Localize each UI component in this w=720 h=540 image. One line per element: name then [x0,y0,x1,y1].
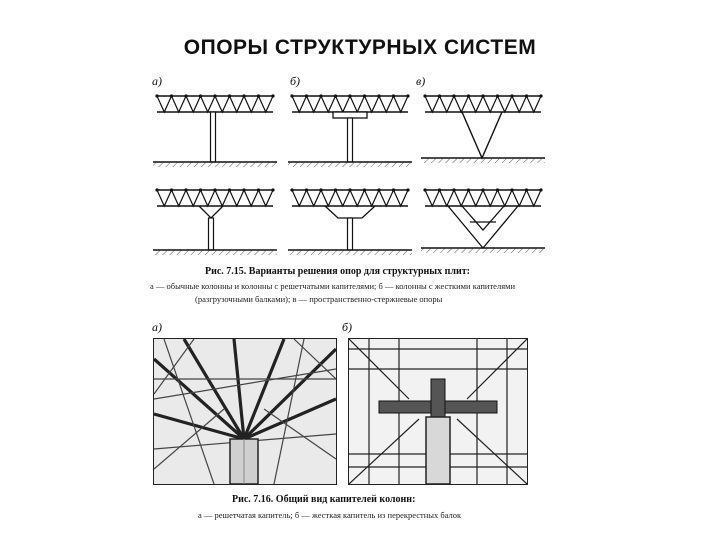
truss-a2-node [184,188,188,192]
truss-v1-node [481,94,485,98]
truss-a2-node [256,188,261,192]
lattice-capital-drawing [154,339,336,484]
fig1-label-b: б) [290,74,301,88]
truss-b1-node [391,94,396,98]
truss-v2-node [481,188,485,192]
truss-v1-node [539,94,543,98]
truss-b2-node [406,188,410,192]
truss-b1-node [290,94,294,98]
truss-v1-web [424,95,542,114]
truss-v1-node [423,94,427,98]
a2-ground-hatch [153,250,277,255]
truss-b2-node [348,188,352,192]
truss-a1-node [256,94,261,98]
truss-a2-node [169,188,174,192]
column-b1 [346,117,354,163]
rigid-capital-b2 [324,205,376,219]
truss-a2-node [227,188,232,192]
truss-a1-web [156,95,274,114]
b2-ground-hatch [288,250,412,255]
column-a2 [207,217,215,251]
truss-a1-node [198,94,203,98]
truss-b1-node [333,94,338,98]
fig1-caption-line1: а — обычные колонны и колонны с решетчат… [150,281,516,291]
slide-title: ОПОРЫ СТРУКТУРНЫХ СИСТЕМ [183,36,537,59]
truss-b2-web [291,189,409,208]
truss-b1-node [406,94,410,98]
truss-a1-node [227,94,232,98]
spatial-support-v2 [447,205,519,250]
b1-ground-hatch [288,162,412,167]
truss-b1-node [348,94,352,98]
v2-ground-hatch [421,248,545,253]
truss-a2-web [156,189,274,208]
truss-a1-node [213,94,217,98]
column-a1 [209,111,217,163]
truss-v2-node [423,188,427,192]
fig2-caption-line1: а — решетчатая капитель; б — жесткая кап… [198,510,462,520]
truss-b2-node [362,188,367,192]
truss-b1-node [319,94,323,98]
photo-rigid-capital [348,338,528,485]
fig1-label-v: в) [416,74,426,88]
truss-b2-node [377,188,381,192]
truss-v2-node [524,188,529,192]
truss-v2-node [437,188,442,192]
fig1-caption-head: Рис. 7.15. Варианты решения опор для стр… [205,266,470,277]
fig2-label-a: а) [152,320,162,334]
truss-b2-node [333,188,338,192]
fig1-caption-line2: (разгрузочными балками); в — пространств… [195,294,443,304]
truss-v1-node [495,94,500,98]
truss-v2-node [539,188,543,192]
truss-a2-node [271,188,275,192]
truss-a2-node [198,188,203,192]
lattice-capital-a2 [198,205,224,219]
truss-v2-web [424,189,542,208]
truss-b1-node [304,94,309,98]
truss-v1-node [466,94,471,98]
spatial-support-v1 [461,111,503,160]
truss-a1-node [184,94,188,98]
truss-b1-node [377,94,381,98]
v1-ground-hatch [421,158,545,163]
truss-b2-node [290,188,294,192]
truss-a2-node [155,188,159,192]
truss-v2-node [510,188,514,192]
fig2-label-b: б) [342,320,353,334]
truss-v2-node [495,188,500,192]
truss-b2-node [304,188,309,192]
truss-b2-node [319,188,323,192]
a1-ground-hatch [153,162,277,167]
photo-lattice-capital [153,338,337,485]
rigid-capital-b1 [332,111,368,119]
fig1-label-a: а) [152,74,162,88]
fig2-caption-head: Рис. 7.16. Общий вид капителей колонн: [232,494,416,505]
truss-v2-node [466,188,471,192]
truss-a1-node [242,94,246,98]
truss-v1-node [524,94,529,98]
rigid-capital-drawing [349,339,527,484]
column-b2 [346,217,354,251]
truss-v1-node [437,94,442,98]
truss-b2-node [391,188,396,192]
truss-b1-web [291,95,409,114]
truss-a1-node [271,94,275,98]
truss-v1-node [510,94,514,98]
truss-a2-node [242,188,246,192]
truss-a2-node [213,188,217,192]
truss-v2-node [452,188,456,192]
truss-b1-node [362,94,367,98]
truss-v1-node [452,94,456,98]
truss-a1-node [155,94,159,98]
truss-a1-node [169,94,174,98]
